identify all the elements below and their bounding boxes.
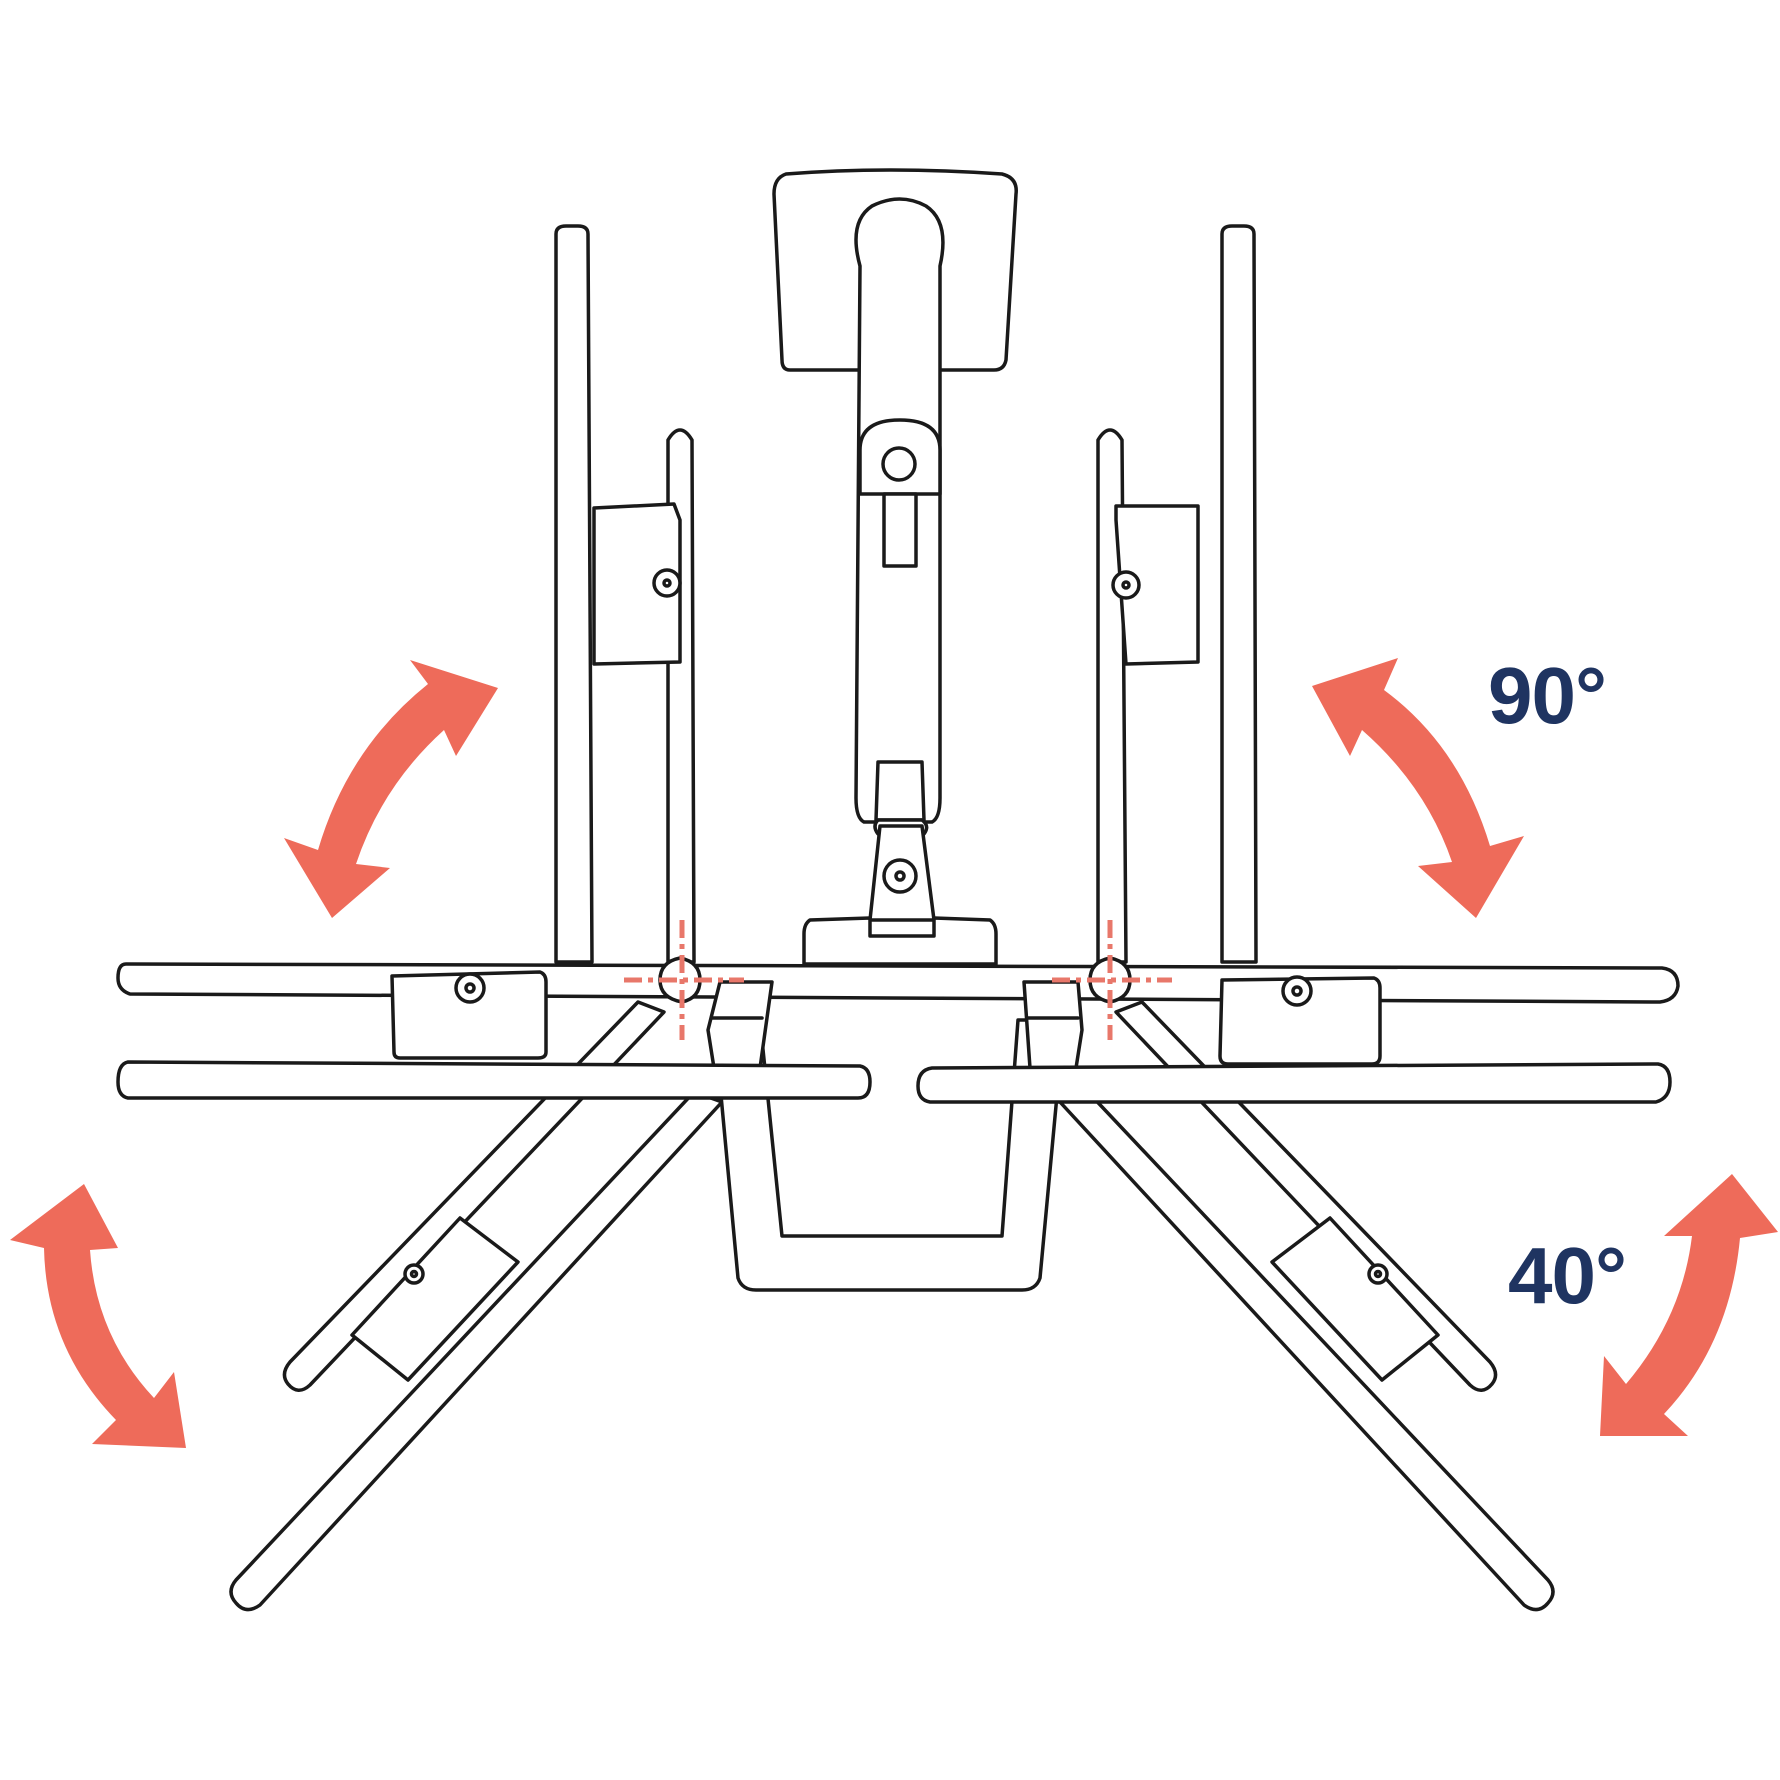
- pole-collar-lower: [873, 760, 929, 836]
- right-outer-vertical-arm: [1220, 224, 1258, 964]
- left-pivot-axis-marker: [624, 920, 744, 1040]
- right-horizontal-arm: [916, 1062, 1672, 1104]
- support-u-bracket: [712, 1018, 1066, 1292]
- right-vertical-clamp: [1111, 504, 1200, 666]
- left-crossbar-clamp: [390, 970, 548, 1060]
- right-connector-block: [1022, 980, 1084, 1070]
- tilt-arrow-left: [10, 1184, 186, 1448]
- left-outer-vertical-arm: [554, 224, 594, 964]
- pan-arrow-right: [1312, 658, 1524, 918]
- left-tilted-clamp: [350, 1216, 520, 1382]
- base-clamp: [802, 916, 998, 966]
- pan-arrow-left: [284, 660, 498, 918]
- right-pivot-axis-marker: [1052, 920, 1172, 1040]
- left-connector-block: [706, 980, 774, 1070]
- right-tilted-clamp: [1270, 1216, 1440, 1382]
- left-vertical-clamp: [592, 502, 682, 666]
- pan-angle-label: 90°: [1488, 651, 1607, 740]
- left-tilted-arm-long: [229, 1090, 724, 1612]
- left-horizontal-arm: [116, 1060, 872, 1100]
- tilt-arrow-right: [1600, 1174, 1778, 1436]
- horizontal-crossbar: [116, 962, 1680, 1004]
- pivot-bracket: [868, 824, 936, 922]
- right-crossbar-clamp: [1218, 975, 1382, 1066]
- pole-collar-upper: [858, 418, 942, 568]
- tilt-angle-label: 40°: [1508, 1231, 1627, 1320]
- right-tilted-arm-long: [1058, 1090, 1555, 1612]
